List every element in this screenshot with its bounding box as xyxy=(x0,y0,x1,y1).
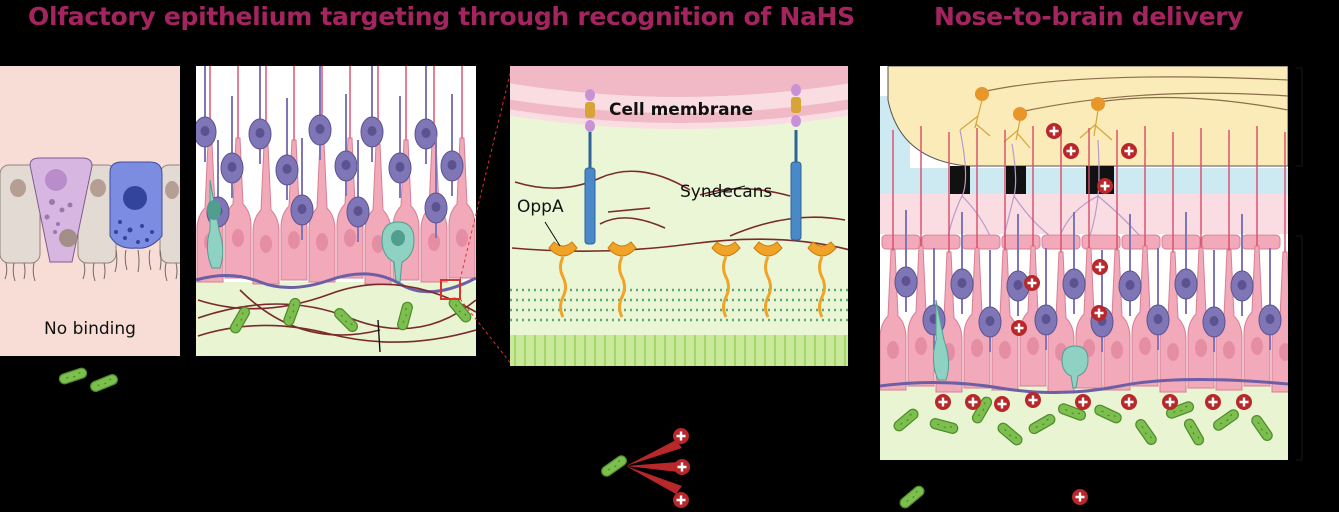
panel-no-binding: No binding xyxy=(0,66,180,356)
bacterium-binding-complex xyxy=(599,426,692,510)
plus-circle-icon xyxy=(672,457,692,477)
panel-olfactory-epithelium xyxy=(196,65,513,366)
plus-circle-icon xyxy=(933,392,953,412)
plus-circle-icon xyxy=(1234,392,1254,412)
plus-circle-icon xyxy=(1119,392,1139,412)
plus-circle-icon xyxy=(671,490,691,510)
plus-circle-icon xyxy=(1089,303,1109,323)
plus-circle-icon xyxy=(992,394,1012,414)
plus-circle-icon xyxy=(963,392,983,412)
region-brackets xyxy=(1296,67,1303,461)
plus-circle-icon xyxy=(1090,257,1110,277)
plus-circle-icon xyxy=(1061,141,1081,161)
oppa-label: OppA xyxy=(517,197,564,217)
cell-membrane-label: Cell membrane xyxy=(609,100,753,120)
plus-circle-icon xyxy=(1044,121,1064,141)
syndecan-icon xyxy=(584,89,596,245)
plus-circle-icon xyxy=(1119,141,1139,161)
bacterium-icon xyxy=(897,483,927,511)
plus-circle-icon xyxy=(1070,487,1090,507)
plus-circle-icon xyxy=(1203,392,1223,412)
free-bacteria xyxy=(57,366,120,394)
plus-circle-icon xyxy=(671,426,691,446)
zoom-guide xyxy=(459,65,513,366)
panel-membrane-zoom: Cell membrane Syndecans OppA xyxy=(510,66,848,366)
plus-circle-icon xyxy=(1160,392,1180,412)
title-right: Nose-to-brain delivery xyxy=(934,2,1244,31)
plus-circle-icon xyxy=(1095,176,1115,196)
syndecans-label: Syndecans xyxy=(680,182,772,202)
panel-nose-to-brain xyxy=(880,66,1303,461)
title-left: Olfactory epithelium targeting through r… xyxy=(28,2,855,31)
syndecan-icon xyxy=(790,84,802,241)
plus-circle-icon xyxy=(1022,273,1042,293)
plus-circle-icon xyxy=(1009,318,1029,338)
plus-circle-icon xyxy=(1073,392,1093,412)
zoom-box xyxy=(440,279,461,300)
plus-circle-icon xyxy=(1023,390,1043,410)
no-binding-label: No binding xyxy=(44,319,136,339)
bacterium-icon xyxy=(88,372,120,394)
bacterium-icon xyxy=(57,366,89,386)
